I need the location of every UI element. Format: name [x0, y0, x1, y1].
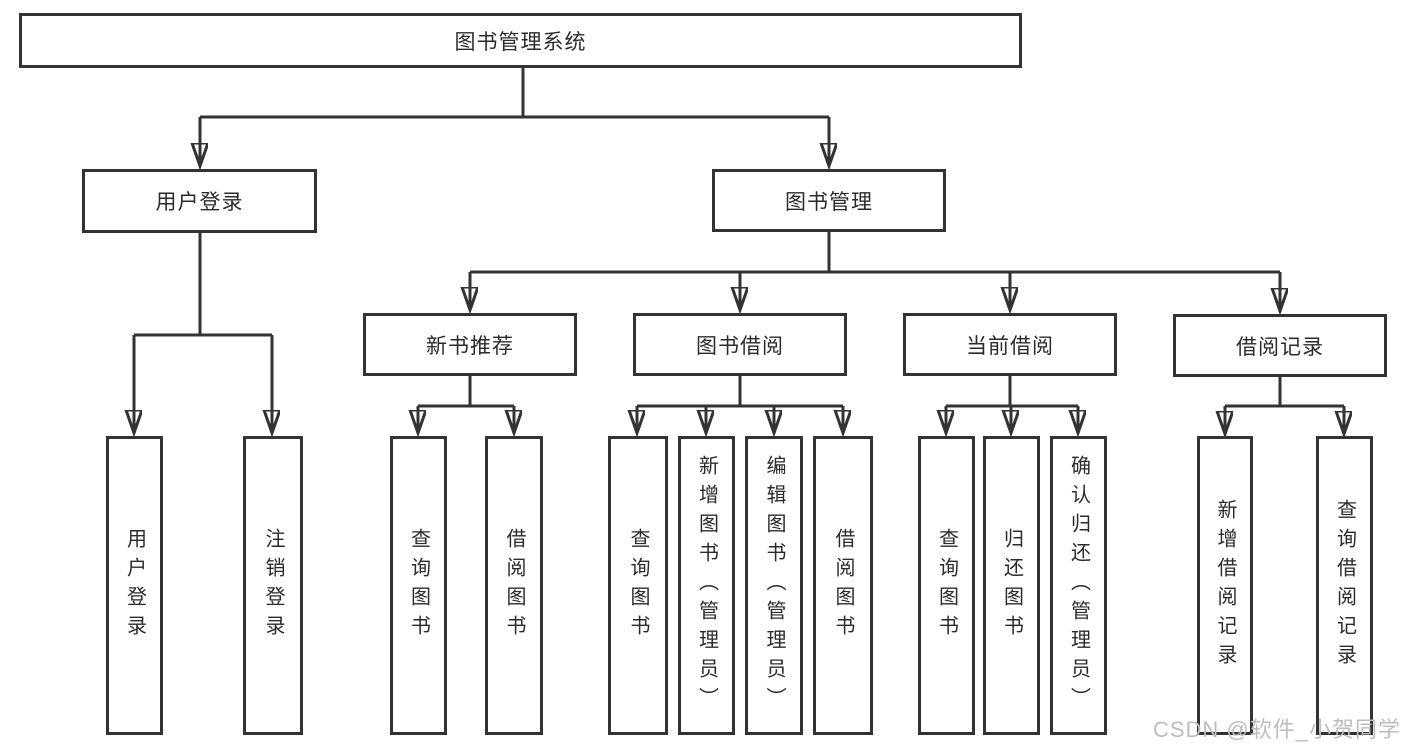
node-new-book-recommend: 新书推荐 [363, 313, 577, 376]
csdn-watermark: CSDN @软件_小贺同学 [1152, 717, 1401, 742]
node-root-system: 图书管理系统 [19, 13, 1022, 68]
node-book-management: 图书管理 [712, 169, 946, 232]
leaf-logout: 注销登录 [243, 436, 303, 735]
leaf-cb-query-book: 查询图书 [918, 436, 975, 735]
leaf-br-query-record: 查询借阅记录 [1316, 436, 1373, 735]
leaf-br-add-record: 新增借阅记录 [1197, 436, 1253, 735]
node-current-borrowing: 当前借阅 [903, 313, 1117, 376]
leaf-cb-confirm-return-admin: 确认归还（管理员） [1050, 436, 1107, 735]
leaf-bb-query-book: 查询图书 [608, 436, 668, 735]
leaf-nb-query-book: 查询图书 [390, 436, 447, 735]
node-borrowing-records: 借阅记录 [1173, 314, 1387, 377]
leaf-bb-edit-book-admin: 编辑图书（管理员） [745, 436, 803, 735]
node-book-borrowing: 图书借阅 [633, 313, 847, 376]
node-user-login: 用户登录 [82, 169, 317, 233]
leaf-cb-return-book: 归还图书 [983, 436, 1040, 735]
leaf-nb-borrow-book: 借阅图书 [485, 436, 543, 735]
leaf-user-login: 用户登录 [106, 436, 163, 735]
leaf-bb-borrow-book: 借阅图书 [813, 436, 873, 735]
leaf-bb-add-book-admin: 新增图书（管理员） [678, 436, 735, 735]
